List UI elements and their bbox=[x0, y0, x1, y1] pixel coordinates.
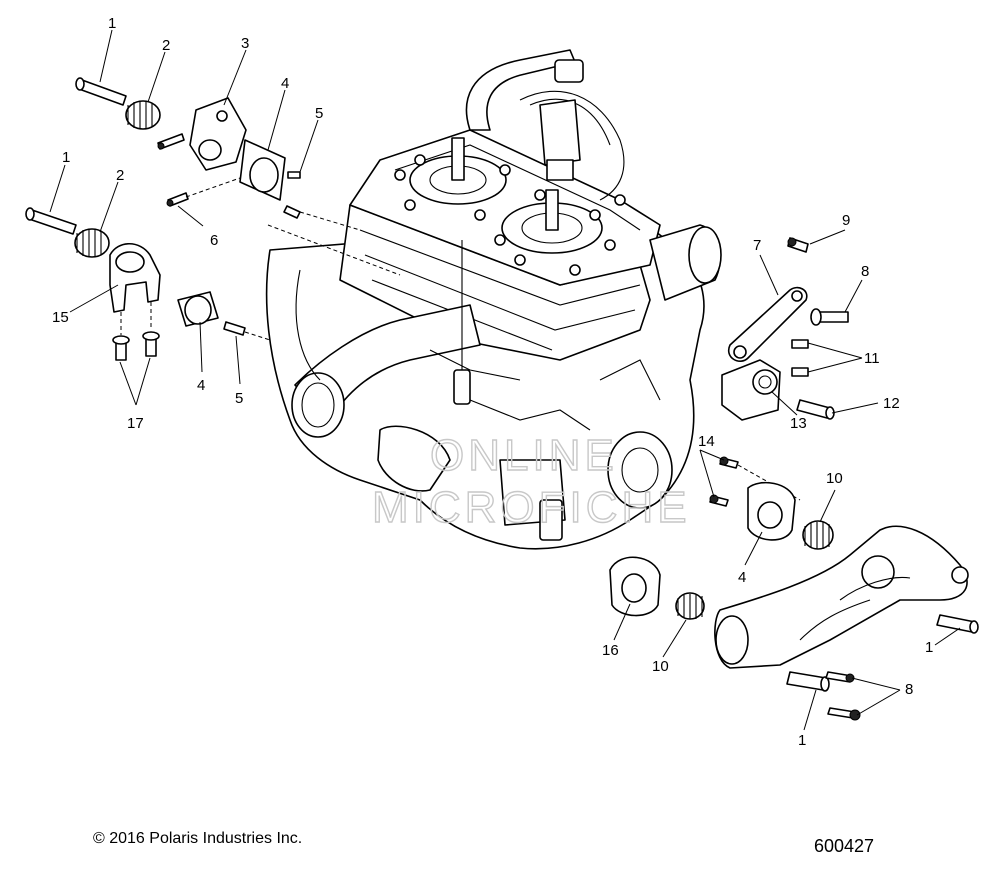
engine-assembly bbox=[265, 49, 722, 550]
right-lower-mount-group bbox=[609, 456, 979, 721]
callout-15: 15 bbox=[52, 309, 69, 326]
callout-5: 5 bbox=[235, 390, 243, 407]
callout-1: 1 bbox=[108, 15, 116, 32]
callout-8: 8 bbox=[905, 681, 913, 698]
left-lower-mount-group bbox=[25, 207, 271, 361]
callout-labels: 1 2 3 4 5 6 1 2 15 4 5 17 9 7 8 11 12 13… bbox=[52, 15, 933, 749]
callout-9: 9 bbox=[842, 212, 850, 229]
callout-4: 4 bbox=[738, 569, 746, 586]
callout-16: 16 bbox=[602, 642, 619, 659]
leader-lines bbox=[49, 29, 961, 731]
callout-8: 8 bbox=[861, 263, 869, 280]
right-upper-mount-group bbox=[721, 237, 849, 421]
callout-5: 5 bbox=[315, 105, 323, 122]
head-bolts bbox=[394, 154, 626, 276]
copyright-notice: © 2016 Polaris Industries Inc. bbox=[93, 830, 303, 847]
figure-number: 600427 bbox=[814, 836, 875, 856]
callout-11: 11 bbox=[864, 350, 880, 367]
callout-10: 10 bbox=[652, 658, 669, 675]
watermark-line-2: MICROFICHE bbox=[372, 483, 691, 532]
watermark: ONLINE MICROFICHE bbox=[371, 430, 691, 532]
callout-6: 6 bbox=[210, 232, 218, 249]
callout-4: 4 bbox=[197, 377, 205, 394]
callout-3: 3 bbox=[241, 35, 249, 52]
callout-12: 12 bbox=[883, 395, 900, 412]
callout-7: 7 bbox=[753, 237, 761, 254]
callout-1: 1 bbox=[798, 732, 806, 749]
callout-4: 4 bbox=[281, 75, 289, 92]
callout-10: 10 bbox=[826, 470, 843, 487]
callout-2: 2 bbox=[162, 37, 170, 54]
callout-1: 1 bbox=[925, 639, 933, 656]
callout-14: 14 bbox=[698, 433, 715, 450]
callout-2: 2 bbox=[116, 167, 124, 184]
callout-17: 17 bbox=[127, 415, 144, 432]
callout-13: 13 bbox=[790, 415, 807, 432]
watermark-line-1: ONLINE bbox=[430, 431, 618, 480]
left-upper-mount-group bbox=[75, 77, 361, 231]
callout-1: 1 bbox=[62, 149, 70, 166]
